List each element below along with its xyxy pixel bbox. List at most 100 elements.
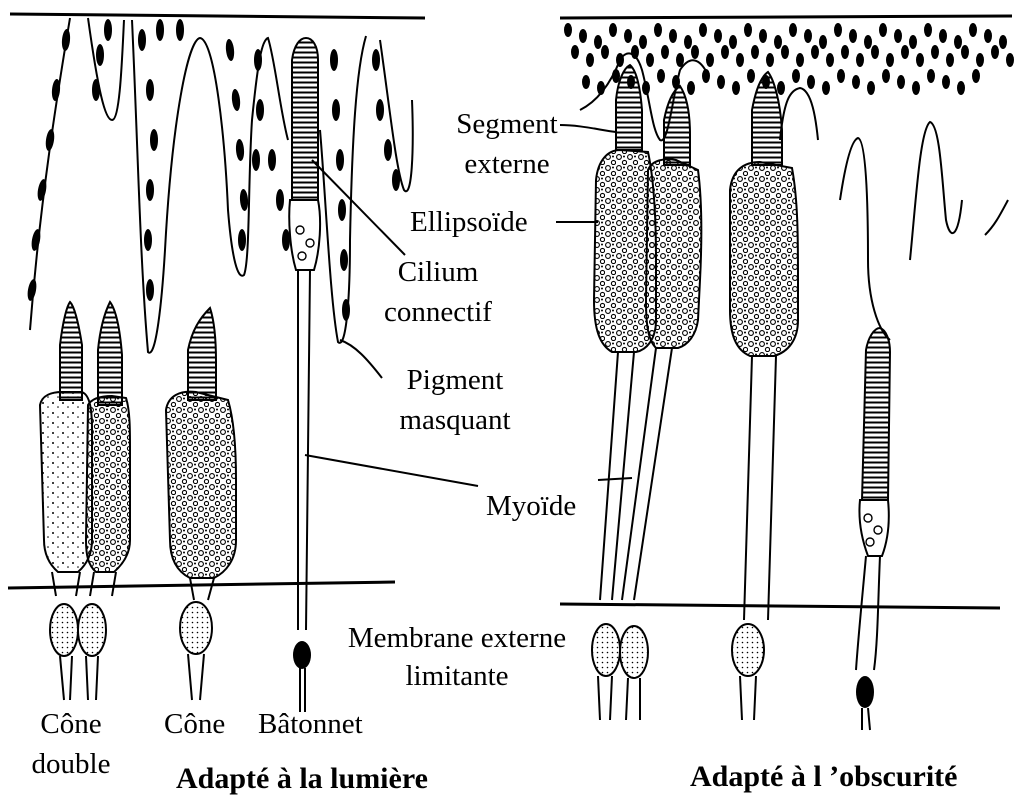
- pigment-granule: [61, 29, 71, 52]
- pigment-granule: [976, 53, 984, 67]
- pigment-granule: [789, 23, 797, 37]
- pigment-granule: [225, 39, 235, 62]
- pigment-granule: [781, 45, 789, 59]
- pigment-granule: [597, 81, 605, 95]
- label-myoide: Myoïde: [486, 490, 576, 522]
- pigment-granule: [946, 53, 954, 67]
- pigment-granule: [732, 81, 740, 95]
- pigment-granule: [972, 69, 980, 83]
- pigment-granule: [138, 29, 146, 51]
- pigment-granule: [856, 53, 864, 67]
- pigment-granule: [104, 19, 112, 41]
- pigment-granule: [631, 45, 639, 59]
- label-cone-double-line1: Cône: [28, 708, 114, 740]
- pigment-granule: [792, 69, 800, 83]
- label-pigment-masquant: Pigment masquant: [383, 364, 527, 436]
- pigment-granule: [609, 23, 617, 37]
- pigment-granule: [238, 229, 246, 251]
- external-limiting-membrane-line: [8, 582, 395, 588]
- pigment-granule: [927, 69, 935, 83]
- pigment-granule: [852, 75, 860, 89]
- dark-rod-nucleus: [856, 676, 874, 708]
- dark-single-cone-cell: [730, 72, 798, 720]
- pigment-granule: [819, 35, 827, 49]
- label-batonnet: Bâtonnet: [258, 708, 363, 740]
- pigment-granule: [156, 19, 164, 41]
- pigment-granule: [231, 89, 241, 112]
- rod-cell: [289, 38, 320, 712]
- pigment-granule: [582, 75, 590, 89]
- pigment-granule: [330, 49, 338, 71]
- label-segment-externe-line2: externe: [448, 148, 566, 180]
- dark-adapted-panel: [556, 16, 1014, 730]
- dark-rod-myoid: [856, 556, 880, 670]
- pigment-granule: [897, 75, 905, 89]
- double-cone-outer-segment-right: [98, 302, 122, 405]
- pigment-granule: [654, 23, 662, 37]
- pigment-granule: [841, 45, 849, 59]
- pigment-granule: [804, 29, 812, 43]
- label-ellipsoide: Ellipsoïde: [410, 206, 528, 238]
- pigment-granule: [766, 53, 774, 67]
- pigment-granule: [834, 23, 842, 37]
- double-cone-outer-segment: [60, 302, 82, 400]
- rod-nucleus: [293, 641, 311, 669]
- dark-single-cone-ellipsoid: [730, 162, 798, 356]
- pigment-granule: [96, 44, 104, 66]
- pigment-granule: [176, 19, 184, 41]
- double-cone-nucleus-right: [78, 604, 106, 656]
- pigment-granule: [45, 129, 56, 152]
- pigment-granule: [146, 79, 154, 101]
- single-cone-cell: [166, 308, 236, 700]
- label-membrane-line2: limitante: [322, 660, 592, 692]
- pigment-granule: [642, 81, 650, 95]
- double-cone-cell: [40, 302, 130, 700]
- dark-rod-axon: [862, 708, 870, 730]
- pigment-granule: [144, 229, 152, 251]
- pigment-granule: [92, 79, 100, 101]
- rod-axon: [300, 668, 305, 712]
- title-light-adapted: Adapté à la lumière: [176, 762, 428, 796]
- pigment-granule: [276, 189, 284, 211]
- dark-rod-cell: [856, 328, 890, 730]
- pigment-granule: [969, 23, 977, 37]
- pigment-granule: [702, 69, 710, 83]
- pigment-granule: [624, 29, 632, 43]
- dark-double-cone-myoid: [600, 348, 672, 600]
- pigment-granule: [939, 29, 947, 43]
- pigment-granule: [646, 53, 654, 67]
- pigment-granule: [942, 75, 950, 89]
- dark-single-cone-nucleus: [732, 624, 764, 676]
- pigment-granule: [909, 35, 917, 49]
- label-membrane-externe-limitante: Membrane externe limitante: [322, 622, 592, 692]
- pigment-granule: [336, 149, 344, 171]
- pigment-granule: [912, 81, 920, 95]
- rod-outer-segment: [292, 38, 318, 200]
- pigment-granule: [146, 279, 154, 301]
- light-adapted-panel: [8, 14, 478, 712]
- pigment-granule: [729, 35, 737, 49]
- pigment-granule: [657, 69, 665, 83]
- double-cone-myoid: [52, 572, 116, 596]
- pigment-granule: [991, 45, 999, 59]
- dark-rod-outer-segment: [862, 328, 890, 500]
- dark-double-cone-nucleus-left: [592, 624, 620, 676]
- pigment-granule: [601, 45, 609, 59]
- label-segment-externe: Segment externe: [448, 108, 566, 180]
- label-cilium-connectif-line2: connectif: [345, 296, 531, 328]
- dark-double-cone-nucleus-right: [620, 626, 648, 678]
- pigment-granule: [384, 139, 392, 161]
- single-cone-axon: [188, 654, 204, 700]
- pigment-granule: [736, 53, 744, 67]
- external-limiting-membrane-line-right: [560, 604, 1000, 608]
- single-cone-ellipsoid: [166, 392, 236, 578]
- pigment-granule: [332, 99, 340, 121]
- pigment-granule: [957, 81, 965, 95]
- single-cone-myoid: [190, 578, 214, 600]
- single-cone-nucleus: [180, 602, 212, 654]
- pigment-granule: [721, 45, 729, 59]
- pigment-granule: [26, 278, 38, 301]
- title-dark-adapted: Adapté à l ’obscurité: [690, 760, 957, 794]
- pigment-granule: [146, 179, 154, 201]
- pigment-granule: [931, 45, 939, 59]
